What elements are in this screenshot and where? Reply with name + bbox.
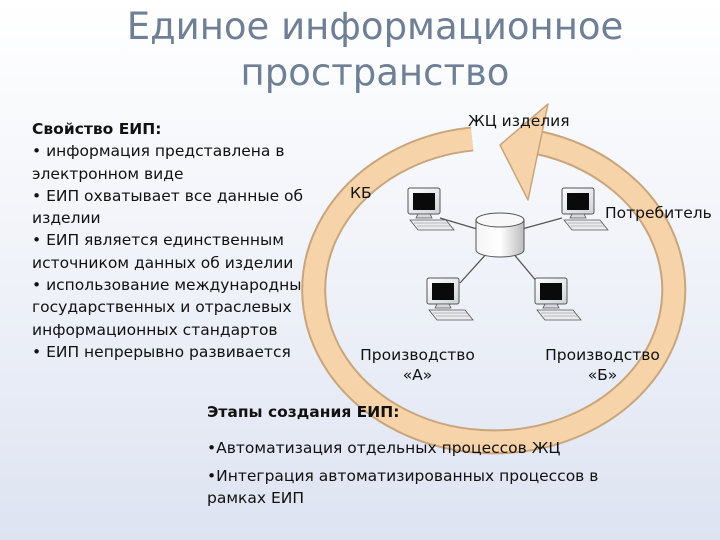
node-label-production-b: Производство «Б»: [540, 345, 665, 385]
database-icon: [476, 213, 524, 257]
stage-item: •Автоматизация отдельных процессов ЖЦ: [207, 437, 627, 459]
computer-icon: [535, 278, 581, 320]
node-label-production-a: Производство «А»: [355, 345, 480, 385]
stage-item: •Интеграция автоматизированных процессов…: [207, 465, 627, 509]
node-label-production-a-line1: Производство: [355, 345, 480, 365]
computer-icon: [408, 188, 454, 230]
node-label-production-b-line2: «Б»: [540, 365, 665, 385]
node-label-consumer: Потребитель: [605, 203, 712, 223]
node-label-production-a-line2: «А»: [355, 365, 480, 385]
stages-list: Этапы создания ЕИП: •Автоматизация отдел…: [207, 401, 627, 515]
lifecycle-label: ЖЦ изделия: [468, 111, 570, 131]
computer-icon: [562, 188, 608, 230]
node-label-production-b-line1: Производство: [540, 345, 665, 365]
computer-icon: [427, 278, 473, 320]
node-label-kb: КБ: [350, 183, 372, 203]
stages-heading: Этапы создания ЕИП:: [207, 401, 627, 423]
